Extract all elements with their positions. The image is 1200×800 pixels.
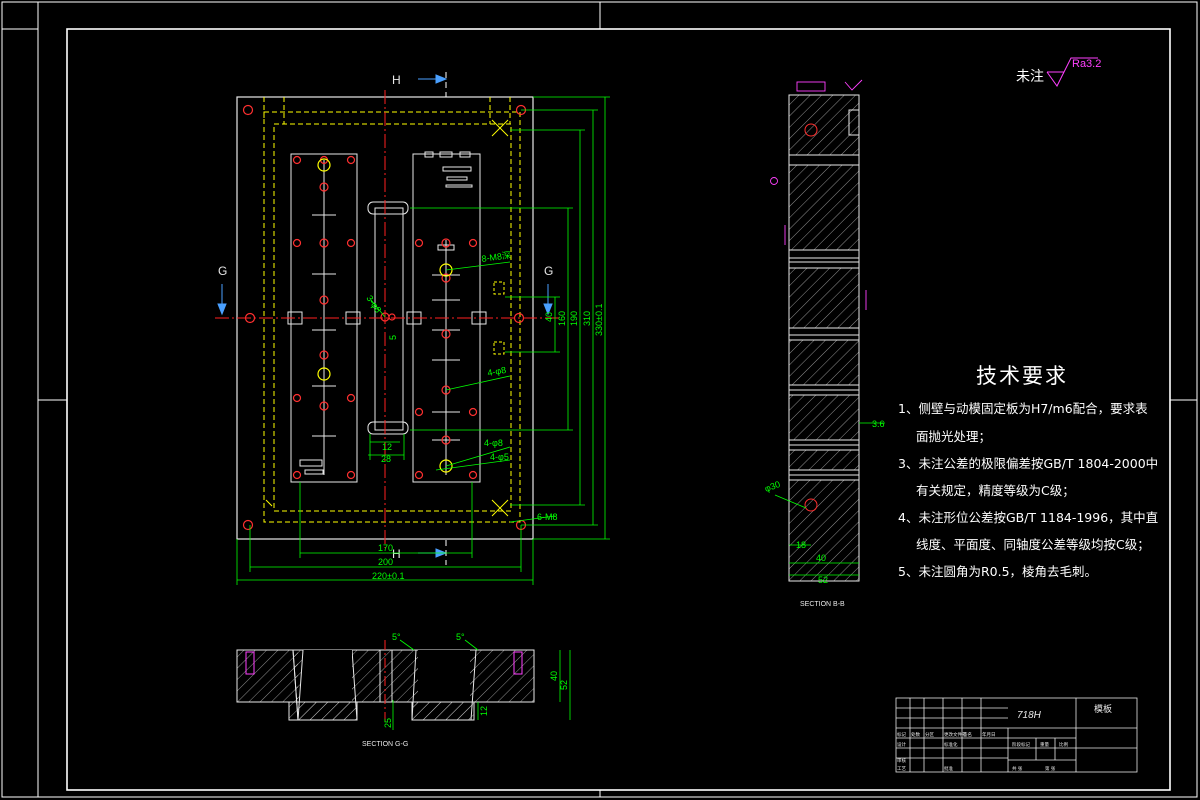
dim-170: 170 <box>378 543 393 553</box>
section-mark-g-right: G <box>544 264 553 278</box>
tb-text-12: 工艺 <box>897 766 906 771</box>
section-mark-g-left: G <box>218 264 227 278</box>
dim-12: 12 <box>382 442 392 452</box>
section-gg-label: SECTION G-G <box>362 741 408 748</box>
dim-160: 160 <box>557 311 567 326</box>
tb-text-3: 更改文件号 <box>944 731 967 738</box>
tb-text-4: 签名 <box>963 731 972 738</box>
callout-6-m8: 6-M8 <box>537 512 558 522</box>
tb-text-6: 设计 <box>897 741 906 748</box>
tech-req-line-1: 1、侧壁与动模固定板为H7/m6配合，要求表 <box>898 401 1148 416</box>
callout-4-phi8-a: 4-φ8 <box>484 438 503 448</box>
gg-dim-52: 52 <box>559 680 569 690</box>
bb-dim-3-6: 3.6 <box>872 419 885 429</box>
gg-angle-right: 5° <box>456 632 465 642</box>
tb-text-9: 重量 <box>1040 741 1049 748</box>
bb-dim-18: 18 <box>796 540 806 550</box>
dim-5: 5 <box>388 335 398 340</box>
dim-200: 200 <box>378 557 393 567</box>
bb-callout-phi30: φ30 <box>763 479 781 494</box>
bb-dim-40: 40 <box>816 553 826 563</box>
surface-note-label: 未注 <box>1016 69 1044 85</box>
title-block-texts: 标记 处数 分区 更改文件号 签名 年月日 设计 标准化 阶段标记 重量 比例 … <box>897 731 1068 772</box>
section-bb-view: 3.6 18 40 52 φ30 SECTION B-B <box>763 79 885 608</box>
tech-req-line-2: 面抛光处理； <box>916 429 992 444</box>
tech-req-line-4: 有关规定，精度等级为C级； <box>916 483 1075 498</box>
dim-28: 28 <box>381 454 391 464</box>
tb-text-15: 第 张 <box>1045 765 1056 772</box>
tb-text-14: 共 张 <box>1012 765 1023 772</box>
dim-220: 220±0.1 <box>372 571 404 581</box>
section-gg-view: 5° 5° 40 52 12 25 SECTION G-G <box>236 632 571 748</box>
dim-330: 330±0.1 <box>594 304 604 336</box>
tb-text-13: 批准 <box>944 765 953 772</box>
tech-requirements-title: 技术要求 <box>976 364 1068 388</box>
title-block-material: 718H <box>1017 710 1042 721</box>
tb-text-1: 处数 <box>911 731 920 738</box>
tb-text-11: 审核 <box>897 757 906 764</box>
dim-40: 40 <box>544 312 554 322</box>
dimensions-top-view <box>236 96 610 585</box>
dimension-texts: 170 200 220±0.1 40 160 190 310 330±0.1 8… <box>364 250 604 581</box>
callout-4-phi5: 4-φ5 <box>490 452 509 462</box>
section-mark-h-top: H <box>392 73 401 87</box>
tech-req-line-5: 4、未注形位公差按GB/T 1184-1996，其中直 <box>898 510 1159 525</box>
section-bb-label: SECTION B-B <box>800 601 845 608</box>
gg-dim-12: 12 <box>479 706 489 716</box>
top-view: G G H H <box>215 72 610 585</box>
tb-text-2: 分区 <box>925 731 934 738</box>
callout-4-phi8-b: 4-φ8 <box>487 365 507 378</box>
tech-req-line-7: 5、未注圆角为R0.5，棱角去毛刺。 <box>898 564 1098 579</box>
section-mark-h-bottom: H <box>392 547 401 561</box>
gg-angle-left: 5° <box>392 632 401 642</box>
gg-dim-40: 40 <box>549 671 559 681</box>
tb-text-10: 比例 <box>1059 741 1068 748</box>
dim-310: 310 <box>582 311 592 326</box>
tb-text-0: 标记 <box>897 731 906 738</box>
roughness-value: Ra3.2 <box>1072 58 1101 70</box>
tech-req-line-6: 线度、平面度、同轴度公差等级均按C级； <box>916 537 1150 552</box>
tb-text-7: 标准化 <box>944 741 958 748</box>
tech-req-line-3: 3、未注公差的极限偏差按GB/T 1804-2000中 <box>898 456 1159 471</box>
tb-text-8: 阶段标记 <box>1012 741 1030 748</box>
dim-190: 190 <box>569 311 579 326</box>
center-lines <box>215 90 560 548</box>
roughness-symbol <box>1046 57 1098 87</box>
title-block <box>895 697 1138 773</box>
bb-dim-52: 52 <box>818 575 828 585</box>
title-block-part-name: 模板 <box>1094 703 1112 714</box>
gg-dim-25: 25 <box>383 718 393 728</box>
tb-text-5: 年月日 <box>982 731 996 738</box>
callout-8-m8: 8-M8深 <box>481 250 512 264</box>
